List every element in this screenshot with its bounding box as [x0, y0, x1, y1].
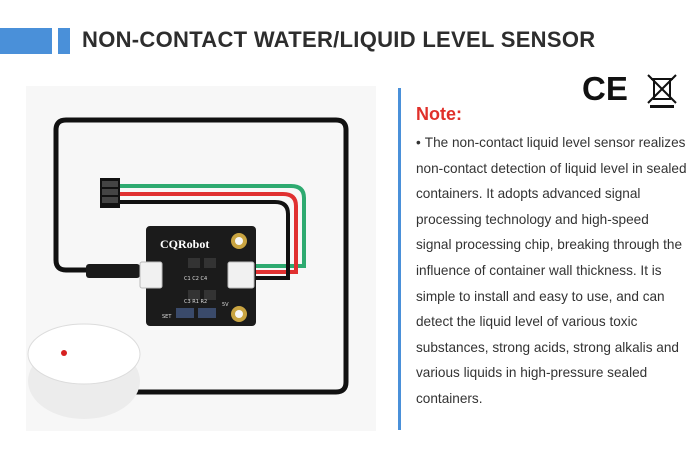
- silk-caps: C1 C2 C4: [184, 276, 207, 282]
- board-brand: CQRobot: [160, 237, 209, 251]
- chip: [204, 258, 216, 268]
- chip: [204, 290, 216, 300]
- jst-connector-right: [227, 261, 255, 289]
- note-text: The non-contact liquid level sensor real…: [416, 135, 687, 406]
- probe-cable: [53, 117, 349, 395]
- probe-plug: [86, 264, 140, 278]
- divider: [398, 88, 401, 430]
- accent-bar-left: [0, 28, 52, 54]
- ce-mark-icon: CE: [582, 70, 628, 107]
- note-body: •The non-contact liquid level sensor rea…: [416, 130, 688, 412]
- weee-bin-icon: [647, 74, 677, 108]
- chip: [188, 258, 200, 268]
- certification-marks: CE: [582, 70, 682, 110]
- chip: [198, 308, 216, 318]
- chip: [188, 290, 200, 300]
- accent-bar-right: [58, 28, 70, 54]
- wire-black: [118, 200, 290, 280]
- dupont-headers: [100, 178, 120, 208]
- page-title: NON-CONTACT WATER/LIQUID LEVEL SENSOR: [82, 27, 596, 52]
- wire-red: [118, 192, 298, 274]
- jst-connector-left: [139, 261, 163, 289]
- product-photo: CQRobot C1 C2 C4 C3 R1 R2 SET 5V: [26, 86, 376, 431]
- wire-green: [118, 184, 306, 268]
- silk-voltage: 5V: [222, 302, 229, 308]
- silk-refs: C3 R1 R2: [184, 299, 207, 305]
- silk-set: SET: [162, 314, 172, 320]
- note-title: Note:: [416, 104, 462, 124]
- indicator-led: [61, 350, 67, 356]
- chip: [176, 308, 194, 318]
- probe-puck-top: [27, 323, 141, 385]
- sensor-board: [146, 226, 256, 326]
- note-bullet: •: [416, 135, 421, 150]
